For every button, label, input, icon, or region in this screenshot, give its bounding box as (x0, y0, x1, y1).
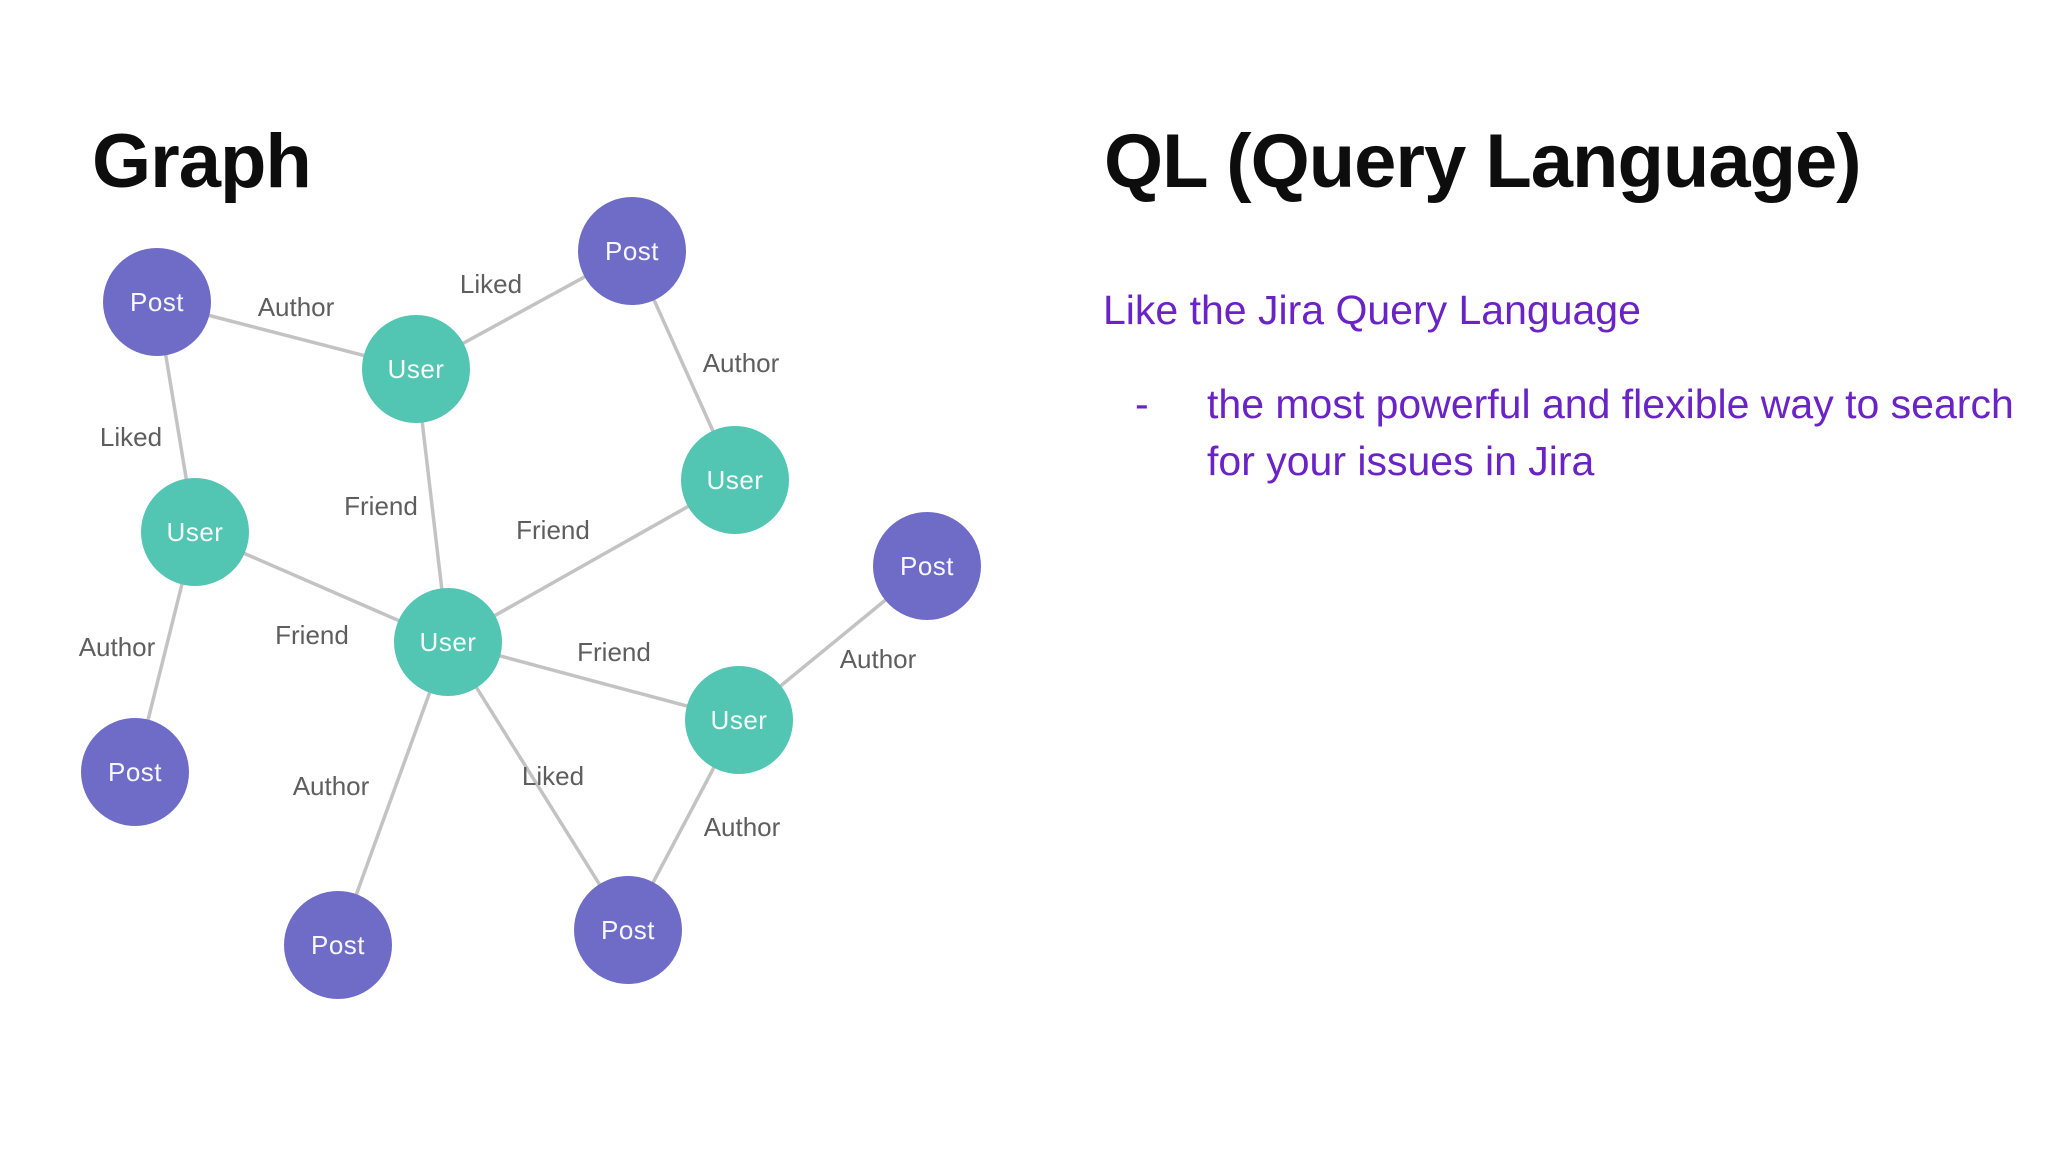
node-label-user: User (167, 517, 224, 547)
graph-node-post (873, 512, 981, 620)
edge-label-friend: Friend (344, 491, 418, 521)
edge-label-author: Author (79, 632, 156, 662)
graph-edge-u4-p6 (446, 641, 630, 931)
edge-label-friend: Friend (516, 515, 590, 545)
graph-node-post (103, 248, 211, 356)
bullet-marker: - (1135, 381, 1149, 427)
right-heading: Like the Jira Query Language (1103, 287, 1641, 333)
edge-label-liked: Liked (522, 761, 584, 791)
graph-node-post (574, 876, 682, 984)
node-label-user: User (388, 354, 445, 384)
graph-node-user (681, 426, 789, 534)
edge-label-liked: Liked (460, 269, 522, 299)
bullet-item: - the most powerful and flexible way to … (1135, 376, 2048, 490)
node-label-user: User (711, 705, 768, 735)
graph-node-user (141, 478, 249, 586)
left-section-title: Graph (92, 119, 312, 204)
edge-label-author: Author (258, 292, 335, 322)
right-section-title: QL (Query Language) (1104, 119, 1862, 204)
node-label-user: User (707, 465, 764, 495)
graph-edge-u2-u4 (447, 478, 736, 644)
node-label-post: Post (605, 236, 659, 266)
graph-node-user (394, 588, 502, 696)
edge-label-friend: Friend (577, 637, 651, 667)
graph-node-post (578, 197, 686, 305)
node-label-post: Post (311, 930, 365, 960)
edge-label-liked: Liked (100, 422, 162, 452)
node-label-post: Post (601, 915, 655, 945)
node-label-post: Post (900, 551, 954, 581)
node-label-user: User (420, 627, 477, 657)
node-label-post: Post (130, 287, 184, 317)
graph-node-post (81, 718, 189, 826)
edge-label-author: Author (703, 348, 780, 378)
edge-label-friend: Friend (275, 620, 349, 650)
node-label-post: Post (108, 757, 162, 787)
graph-node-user (685, 666, 793, 774)
edge-label-author: Author (704, 812, 781, 842)
edge-label-author: Author (840, 644, 917, 674)
edge-label-author: Author (293, 771, 370, 801)
bullet-text: the most powerful and flexible way to se… (1207, 381, 2014, 484)
graph-node-user (362, 315, 470, 423)
graph-node-post (284, 891, 392, 999)
